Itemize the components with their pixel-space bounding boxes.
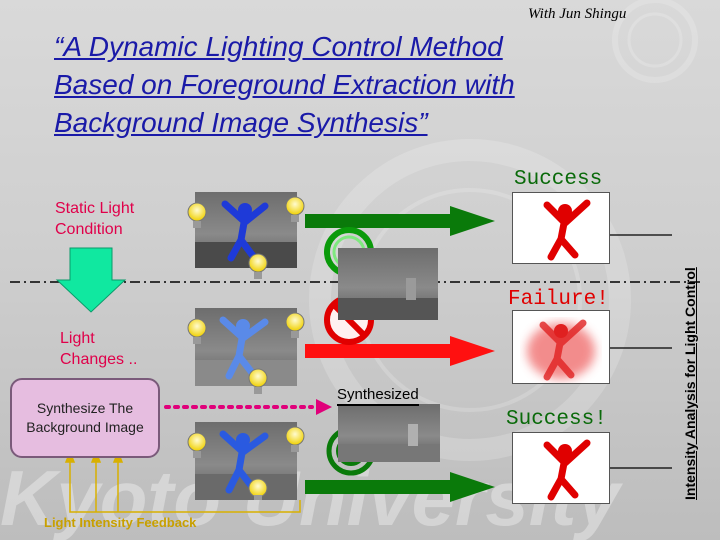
blurred-red-silhouette bbox=[527, 319, 595, 381]
jumping-person-light-blue bbox=[195, 316, 297, 386]
university-seal-watermark bbox=[309, 0, 698, 461]
jumping-person-blue-2 bbox=[195, 430, 297, 500]
red-person-silhouette bbox=[543, 439, 591, 501]
camera-frame-controlled bbox=[195, 422, 297, 500]
light-changes-label-line-2: Changes .. bbox=[60, 351, 138, 368]
red-arrow-head bbox=[450, 336, 495, 366]
author-credit: With Jun Shingu bbox=[528, 6, 627, 22]
synthesized-label: Synthesized bbox=[337, 386, 419, 406]
green-arrow-bottom-head bbox=[450, 472, 495, 502]
synth-box-line-1: Synthesize The bbox=[36, 400, 134, 416]
status-failure: Failure! bbox=[508, 288, 609, 311]
light-bulb-icon bbox=[187, 202, 207, 228]
title-line-1: “A Dynamic Lighting Control Method bbox=[54, 31, 503, 62]
jumping-person-blue bbox=[195, 200, 297, 268]
intensity-analysis-title: Intensity Analysis for Light Control bbox=[682, 267, 698, 500]
light-bulb-group bbox=[187, 196, 305, 500]
static-light-label-line-2: Condition bbox=[55, 221, 123, 238]
title-line-2: Based on Foreground Extraction with bbox=[54, 69, 515, 100]
result-image-success-2 bbox=[512, 432, 610, 504]
red-arrow-shaft bbox=[305, 344, 455, 358]
camera-frame-background bbox=[338, 248, 438, 320]
light-bulb-icon bbox=[248, 253, 268, 279]
title-line-3: Background Image Synthesis” bbox=[54, 107, 428, 138]
static-light-label-line-1: Static Light bbox=[55, 200, 135, 217]
synth-arrow-head bbox=[316, 399, 332, 415]
light-bulb-icon bbox=[187, 318, 207, 344]
slide-title: “A Dynamic Lighting Control Method Based… bbox=[54, 28, 614, 142]
synthesized-scene bbox=[338, 424, 440, 462]
light-changes-label: Light Changes .. bbox=[60, 328, 137, 370]
status-success-1: Success bbox=[514, 168, 603, 191]
status-success-2: Success! bbox=[506, 408, 607, 431]
camera-frame-changed bbox=[195, 308, 297, 386]
light-intensity-feedback-label: Light Intensity Feedback bbox=[44, 515, 197, 530]
green-arrow-bottom-shaft bbox=[305, 480, 455, 494]
green-arrow-top-head bbox=[450, 206, 495, 236]
light-bulb-icon bbox=[285, 312, 305, 338]
light-bulb-icon bbox=[248, 478, 268, 500]
static-light-label: Static Light Condition bbox=[55, 198, 134, 240]
camera-frame-static bbox=[195, 192, 297, 268]
synthesize-background-box: Synthesize The Background Image bbox=[10, 378, 160, 458]
green-arrow-top-shaft bbox=[305, 214, 455, 228]
result-image-success-1 bbox=[512, 192, 610, 264]
camera-frame-synthesized bbox=[338, 404, 440, 462]
light-bulb-icon bbox=[187, 432, 207, 458]
result-image-failure bbox=[512, 310, 610, 384]
light-bulb-icon bbox=[248, 368, 268, 394]
red-person-silhouette bbox=[543, 199, 591, 261]
light-bulb-icon bbox=[285, 426, 305, 452]
synth-box-line-2: Background Image bbox=[26, 419, 144, 435]
down-arrow bbox=[55, 247, 127, 313]
light-changes-label-line-1: Light bbox=[60, 330, 95, 347]
background-scene bbox=[338, 278, 438, 320]
light-bulb-icon bbox=[285, 196, 305, 222]
